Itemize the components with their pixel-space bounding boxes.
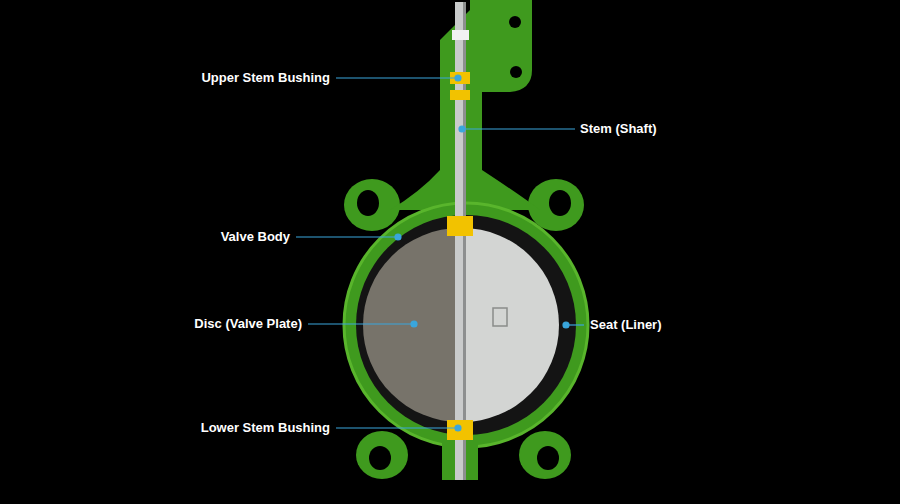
part-label: Lower Stem Bushing	[201, 420, 330, 436]
disc-left-half	[363, 228, 460, 422]
disc-logo	[493, 308, 507, 326]
part-label: Valve Body	[221, 229, 290, 245]
part-label: Seat (Liner)	[590, 317, 662, 333]
part-label: Disc (Valve Plate)	[194, 316, 302, 332]
disc-right-half	[462, 228, 559, 422]
part-label: Stem (Shaft)	[580, 121, 657, 137]
stem-collar	[452, 30, 469, 40]
stem-bushings	[447, 72, 473, 440]
part-label: Upper Stem Bushing	[201, 70, 330, 86]
leader-lines	[296, 75, 584, 431]
